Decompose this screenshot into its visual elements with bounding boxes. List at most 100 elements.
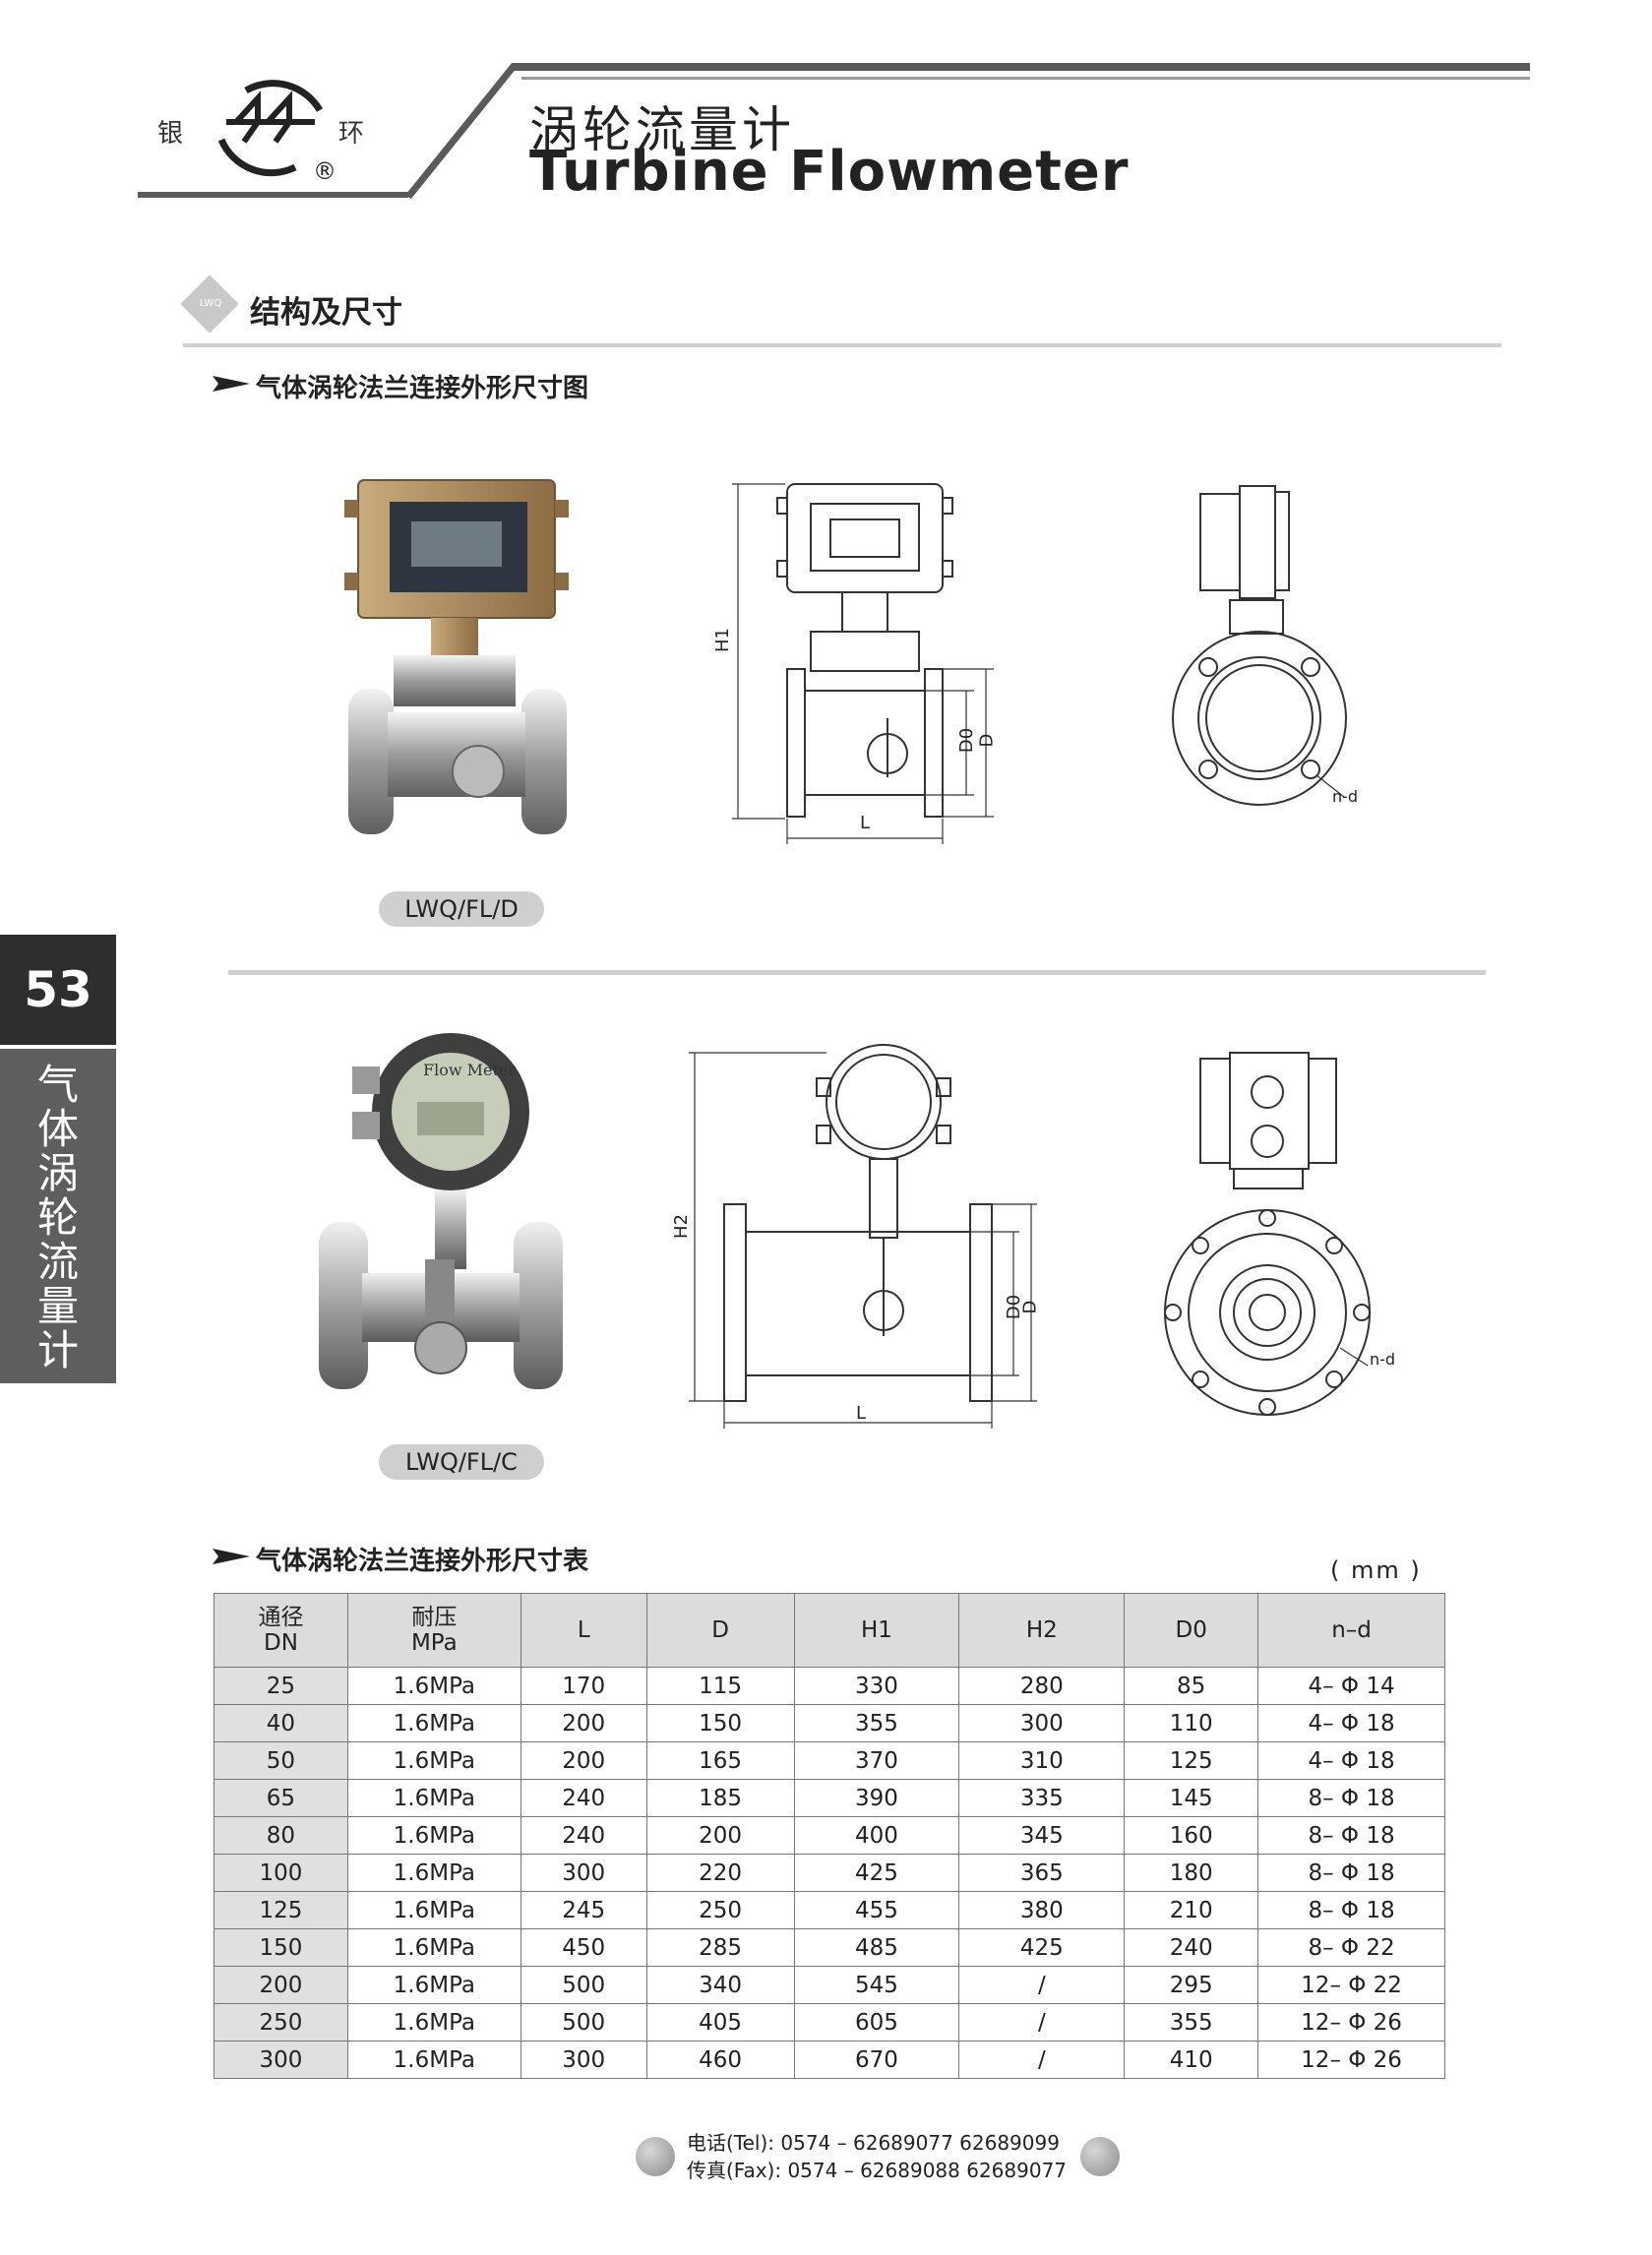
table-cell: 380 [958, 1891, 1126, 1929]
table-cell: 1.6MPa [346, 1816, 521, 1855]
table-cell: 1.6MPa [346, 1779, 521, 1817]
table-cell: 310 [958, 1741, 1126, 1780]
table-cell: 210 [1124, 1891, 1259, 1929]
table-cell: 400 [793, 1816, 960, 1855]
dim-label-d: D [976, 733, 998, 748]
header-line-2: MPa [410, 1630, 458, 1656]
brand-logo-icon [217, 80, 324, 177]
table-cell: 250 [645, 1891, 795, 1929]
table-cell: 410 [1124, 2041, 1259, 2079]
dim-label-l: L [856, 1403, 867, 1424]
table-cell: 345 [958, 1816, 1126, 1855]
dimension-drawing-side-2 [1164, 1052, 1371, 1416]
category-char: 体 [36, 1105, 79, 1153]
table-cell: 285 [645, 1928, 795, 1967]
table-cell: 12– Φ 22 [1257, 1966, 1445, 2004]
table-heading: 气体涡轮法兰连接外形尺寸表 [256, 1547, 589, 1576]
table-cell: 12– Φ 26 [1257, 2003, 1445, 2042]
category-char: 轮 [36, 1193, 79, 1242]
meter-screen-text: Flow Meter [423, 1061, 517, 1079]
table-cell: 4– Φ 14 [1257, 1667, 1445, 1705]
category-char: 计 [36, 1326, 79, 1374]
header-line-2: DN [263, 1630, 298, 1656]
table-cell: 8– Φ 18 [1257, 1891, 1445, 1929]
diagram-heading: 气体涡轮法兰连接外形尺寸图 [256, 374, 589, 403]
table-cell: 1.6MPa [346, 1928, 521, 1967]
table-cell: 1.6MPa [346, 2003, 521, 2042]
table-cell: 115 [645, 1667, 795, 1705]
table-cell: 295 [1124, 1966, 1259, 2004]
dim-label-l: L [860, 813, 871, 833]
table-cell: 65 [214, 1779, 348, 1817]
table-cell: 160 [1124, 1816, 1259, 1855]
table-cell: 145 [1124, 1779, 1259, 1817]
dim-label-h1: H1 [712, 628, 733, 652]
table-cell: 220 [645, 1854, 795, 1892]
table-cell: 1.6MPa [346, 1966, 521, 2004]
table-cell: 355 [1124, 2003, 1259, 2042]
table-cell: 40 [214, 1704, 348, 1742]
footer-disc-left [636, 2137, 675, 2176]
table-cell: 150 [214, 1928, 348, 1967]
table-cell: 200 [520, 1704, 647, 1742]
table-cell: 1.6MPa [346, 1854, 521, 1892]
dim-label-nd: n-d [1370, 1350, 1396, 1369]
table-cell: 125 [214, 1891, 348, 1929]
table-cell: 300 [214, 2041, 348, 2079]
table-cell: 250 [214, 2003, 348, 2042]
table-cell: 460 [645, 2041, 795, 2079]
table-cell: 170 [520, 1667, 647, 1705]
category-tab: 气 体 涡 轮 流 量 计 [0, 1049, 116, 1383]
header-line-1: D0 [1175, 1617, 1207, 1643]
model-label: LWQ/FL/C [379, 1444, 544, 1480]
header-rule-left [138, 192, 408, 198]
table-cell: 165 [645, 1741, 795, 1780]
table-cell: / [958, 2003, 1126, 2042]
table-cell: 185 [645, 1779, 795, 1817]
table-cell: 100 [214, 1854, 348, 1892]
table-cell: / [958, 2041, 1126, 2079]
header: 银 ® 环 涡轮流量计 Turbine Flowmeter [0, 0, 1652, 226]
table-cell: 280 [958, 1667, 1126, 1705]
dim-label-d: D [1019, 1300, 1041, 1314]
table-cell: 1.6MPa [346, 1891, 521, 1929]
page-title-cn: 涡轮流量计 [529, 101, 795, 158]
table-cell: 300 [520, 2041, 647, 2079]
category-char: 涡 [36, 1149, 79, 1197]
table-unit: ( mm ) [1330, 1556, 1422, 1584]
table-cell: 50 [214, 1741, 348, 1780]
page-number-tab: 53 [0, 935, 116, 1045]
section-rule [183, 343, 1501, 347]
registered-mark: ® [313, 157, 337, 185]
table-cell: 4– Φ 18 [1257, 1704, 1445, 1742]
table-cell: 12– Φ 26 [1257, 2041, 1445, 2079]
table-cell: 1.6MPa [346, 1667, 521, 1705]
table-cell: 455 [793, 1891, 960, 1929]
footer-disc-right [1080, 2137, 1120, 2176]
table-cell: / [958, 1966, 1126, 2004]
header-line-1: L [577, 1617, 590, 1643]
table-cell: 240 [520, 1779, 647, 1817]
table-cell: 1.6MPa [346, 1741, 521, 1780]
table-header-cell: D0 [1124, 1593, 1259, 1668]
table-cell: 125 [1124, 1741, 1259, 1780]
table-cell: 670 [793, 2041, 960, 2079]
table-cell: 245 [520, 1891, 647, 1929]
brand-char-left: 银 [157, 119, 184, 149]
brand-char-right: 环 [338, 119, 365, 149]
header-line-1: 通径 [258, 1605, 304, 1630]
table-cell: 450 [520, 1928, 647, 1967]
dimension-drawing-side-1 [1172, 485, 1347, 806]
table-cell: 370 [793, 1741, 960, 1780]
table-cell: 545 [793, 1966, 960, 2004]
dim-label-h2: H2 [671, 1214, 692, 1239]
table-cell: 240 [520, 1816, 647, 1855]
table-cell: 200 [520, 1741, 647, 1780]
